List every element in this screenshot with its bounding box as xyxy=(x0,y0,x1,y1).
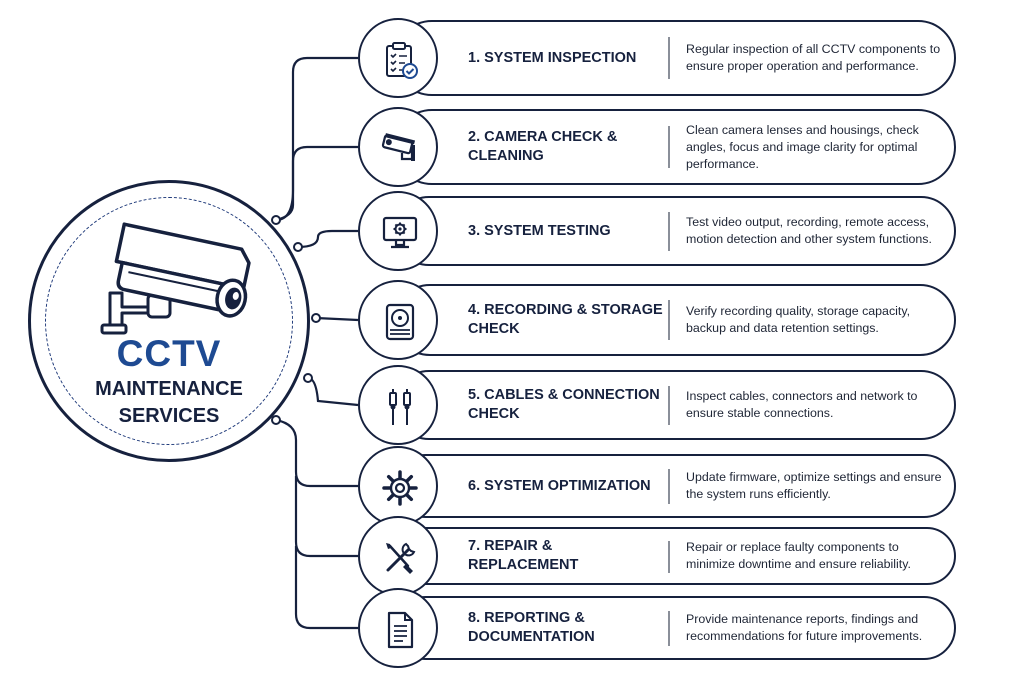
connector-8 xyxy=(294,546,358,630)
connector-4 xyxy=(315,316,359,322)
connector-dot-2 xyxy=(293,242,303,252)
step-icon-circle-5 xyxy=(358,365,438,445)
step-title: 2. CAMERA CHECK & CLEANING xyxy=(468,129,618,164)
hub-subtitle-line1: MAINTENANCE xyxy=(95,378,243,400)
step-title: 3. SYSTEM TESTING xyxy=(468,222,611,239)
connector-dot-5 xyxy=(271,415,281,425)
hub-circle: CCTV MAINTENANCE SERVICES xyxy=(28,180,310,462)
connector-2 xyxy=(275,145,358,222)
step-title: 1. SYSTEM INSPECTION xyxy=(468,49,637,66)
hub-subtitle-line2: SERVICES xyxy=(118,405,220,427)
step-card-7: 7. REPAIR & REPLACEMENT Repair or replace… xyxy=(394,527,956,585)
connector-7 xyxy=(294,476,358,558)
step-icon-circle-2 xyxy=(358,107,438,187)
connector-6 xyxy=(275,418,358,488)
step-card-8: 8. REPORTING & DOCUMENTATION Provide main… xyxy=(394,596,956,660)
step-icon-circle-8 xyxy=(358,588,438,668)
connector-5 xyxy=(307,376,359,407)
hub-subtitle: MAINTENANCE SERVICES xyxy=(31,376,307,430)
step-divider xyxy=(668,541,670,573)
camera-icon xyxy=(381,133,416,161)
step-card-1: 1. SYSTEM INSPECTION Regular inspection o… xyxy=(394,20,956,96)
step-description: Inspect cables, connectors and network t… xyxy=(686,389,918,420)
cable-connector-icon xyxy=(389,389,411,425)
step-divider xyxy=(668,469,670,504)
step-description: Repair or replace faulty components to m… xyxy=(686,540,911,571)
monitor-gear-icon xyxy=(382,216,418,249)
step-divider xyxy=(668,37,670,79)
step-icon-circle-6 xyxy=(358,446,438,526)
step-title: 5. CABLES & CONNECTION CHECK xyxy=(468,387,660,422)
step-title: 4. RECORDING & STORAGE CHECK xyxy=(468,302,663,337)
step-title: 6. SYSTEM OPTIMIZATION xyxy=(468,477,651,494)
step-title: 7. REPAIR & REPLACEMENT xyxy=(468,538,579,573)
step-icon-circle-4 xyxy=(358,280,438,360)
connector-3 xyxy=(297,229,358,249)
step-description: Test video output, recording, remote acc… xyxy=(686,215,932,246)
step-description: Verify recording quality, storage capaci… xyxy=(686,304,911,335)
gear-icon xyxy=(382,470,418,506)
step-icon-circle-1 xyxy=(358,18,438,98)
connector-dot-4 xyxy=(303,373,313,383)
hub-title: CCTV xyxy=(116,333,222,374)
step-description: Clean camera lenses and housings, check … xyxy=(686,122,919,171)
step-divider xyxy=(668,611,670,646)
cctv-camera-icon xyxy=(100,222,251,335)
step-icon-circle-7 xyxy=(358,516,438,596)
hard-drive-icon xyxy=(385,303,415,341)
step-card-5: 5. CABLES & CONNECTION CHECK Inspect cabl… xyxy=(394,370,956,440)
step-divider xyxy=(668,126,670,168)
step-icon-circle-3 xyxy=(358,191,438,271)
step-divider xyxy=(668,212,670,251)
connector-dot-3 xyxy=(311,313,321,323)
step-description: Provide maintenance reports, findings an… xyxy=(686,612,923,643)
clipboard-check-icon xyxy=(386,42,418,79)
step-description: Update firmware, optimize settings and e… xyxy=(686,470,942,501)
hub-dashed-ring xyxy=(45,197,293,445)
step-card-3: 3. SYSTEM TESTING Test video output, reco… xyxy=(394,196,956,266)
step-card-2: 2. CAMERA CHECK & CLEANING Clean camera l… xyxy=(394,109,956,185)
wrench-screwdriver-icon xyxy=(386,542,416,574)
step-card-4: 4. RECORDING & STORAGE CHECK Verify recor… xyxy=(394,284,956,356)
document-icon xyxy=(387,611,414,649)
step-title: 8. REPORTING & DOCUMENTATION xyxy=(468,610,595,645)
step-description: Regular inspection of all CCTV component… xyxy=(686,42,941,73)
step-divider xyxy=(668,386,670,425)
step-card-6: 6. SYSTEM OPTIMIZATION Update firmware, o… xyxy=(394,454,956,518)
connector-1 xyxy=(275,56,358,222)
step-divider xyxy=(668,300,670,340)
connector-dot-1 xyxy=(271,215,281,225)
